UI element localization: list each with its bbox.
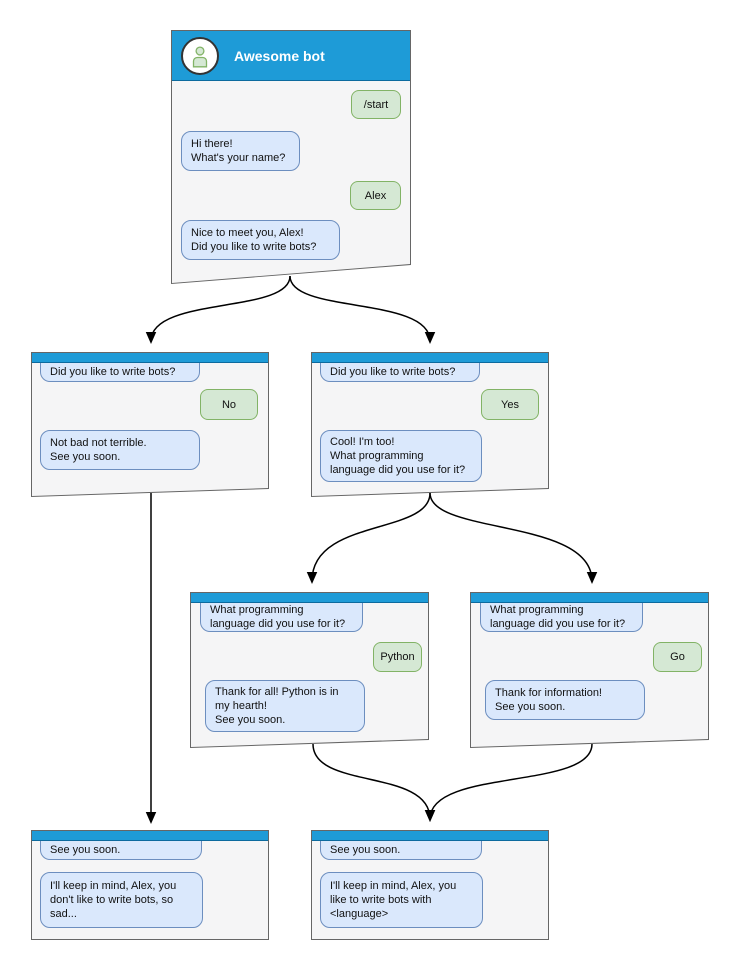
bot-reply: Cool! I'm too! What programming language…	[320, 430, 482, 482]
bot-question-bubble: Did you like to write bots?	[40, 363, 200, 382]
bot-reply: Thank for information! See you soon.	[485, 680, 645, 720]
chat-window-start: Awesome bot /start Hi there! What's your…	[171, 30, 411, 284]
chat-header	[191, 593, 428, 603]
bot-reply: Not bad not terrible. See you soon.	[40, 430, 200, 470]
chat-window-branch-no: Did you like to write bots? No Not bad n…	[31, 352, 269, 497]
arrow-yes-to-go	[429, 492, 598, 584]
user-answer-python: Python	[373, 642, 422, 672]
bot-question-bubble: What programming language did you use fo…	[200, 603, 363, 632]
user-message-name: Alex	[350, 181, 401, 210]
bot-message-greeting: Hi there! What's your name?	[181, 131, 300, 171]
chat-header	[312, 831, 548, 841]
chat-header	[312, 353, 548, 363]
bot-question-bubble: Did you like to write bots?	[320, 363, 480, 382]
chat-window-final-no: See you soon. I'll keep in mind, Alex, y…	[31, 830, 269, 940]
arrow-python-to-final	[312, 743, 436, 822]
person-icon	[192, 45, 208, 67]
bot-reply: Thank for all! Python is in my hearth! S…	[205, 680, 365, 732]
chat-header	[32, 831, 268, 841]
chat-window-branch-yes: Did you like to write bots? Yes Cool! I'…	[311, 352, 549, 497]
bot-question-bubble: See you soon.	[320, 841, 482, 860]
arrow-start-to-no	[145, 275, 291, 344]
chat-title: Awesome bot	[234, 47, 325, 64]
arrow-start-to-yes	[289, 275, 436, 344]
bot-question-bubble: See you soon.	[40, 841, 202, 860]
bot-question-bubble: What programming language did you use fo…	[480, 603, 643, 632]
avatar	[181, 36, 219, 75]
arrow-go-to-final	[424, 743, 593, 822]
chat-window-branch-python: What programming language did you use fo…	[190, 592, 429, 748]
arrow-yes-to-python	[306, 492, 431, 584]
user-answer-go: Go	[653, 642, 702, 672]
user-answer-no: No	[200, 389, 258, 420]
user-message-start-cmd: /start	[351, 90, 401, 119]
chat-header: Awesome bot	[172, 31, 410, 81]
bot-reply: I'll keep in mind, Alex, you like to wri…	[320, 872, 483, 928]
bot-message-question: Nice to meet you, Alex! Did you like to …	[181, 220, 340, 260]
chat-header	[471, 593, 708, 603]
bot-reply: I'll keep in mind, Alex, you don't like …	[40, 872, 203, 928]
chat-window-branch-go: What programming language did you use fo…	[470, 592, 709, 748]
user-answer-yes: Yes	[481, 389, 539, 420]
chat-header	[32, 353, 268, 363]
chat-window-final-yes: See you soon. I'll keep in mind, Alex, y…	[311, 830, 549, 940]
